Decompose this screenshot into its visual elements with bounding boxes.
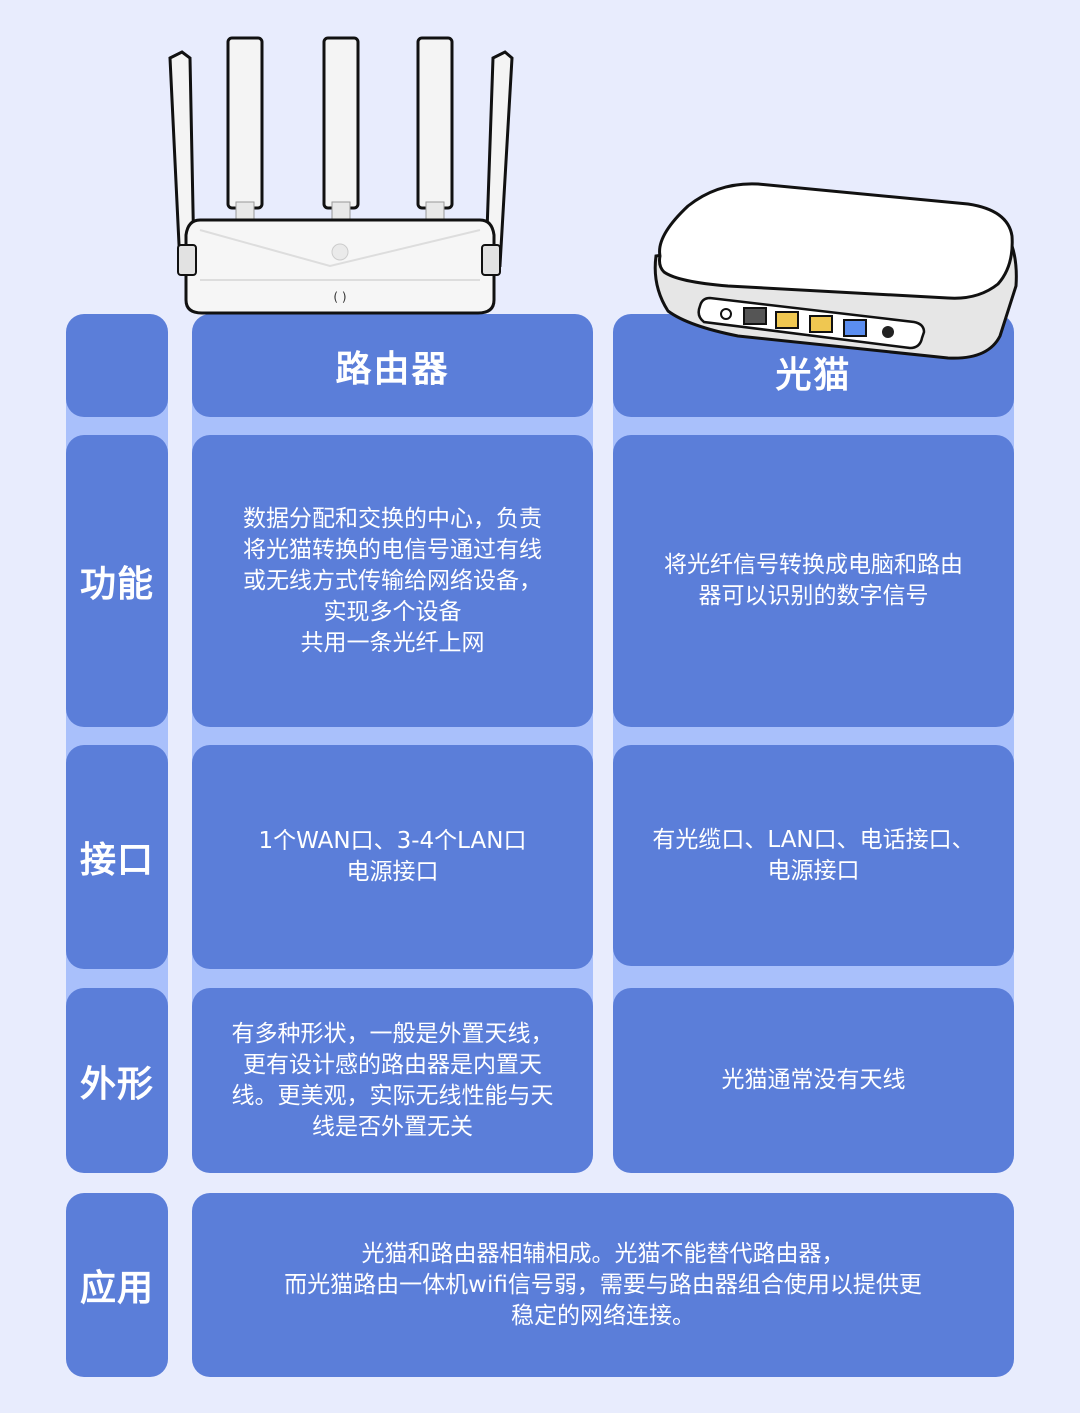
text-line: 稳定的网络连接。 [510, 1302, 695, 1329]
text-line: 有光缆口、LAN口、电话接口、 [652, 826, 975, 853]
modem-shape-cell: 光猫通常没有天线 [613, 988, 1014, 1173]
text-line: 光猫和路由器相辅相成。光猫不能替代路由器， [361, 1240, 845, 1267]
row-label-interface-text: 接口 [79, 840, 154, 881]
text-line: 线是否外置无关 [312, 1113, 473, 1140]
text-line: 数据分配和交换的中心，负责 [243, 505, 542, 532]
text-line: 而光猫路由一体机wifi信号弱，需要与路由器组合使用以提供更 [284, 1271, 922, 1298]
text-line: 或无线方式传输给网络设备， [243, 567, 542, 594]
row-label-application: 应用 [66, 1193, 168, 1377]
modem-interface-text: 有光缆口、LAN口、电话接口、 电源接口 [652, 825, 974, 887]
router-column-title: 路由器 [335, 348, 450, 390]
text-line: 将光纤信号转换成电脑和路由 [664, 552, 963, 578]
text-line: 将光猫转换的电信号通过有线 [243, 536, 542, 563]
text-line: 实现多个设备 [323, 598, 462, 625]
indicator-icon [720, 308, 732, 320]
text-line: 电源接口 [346, 859, 439, 885]
text-line: 器可以识别的数字信号 [698, 583, 929, 609]
text-line: 更有设计感的路由器是内置天 [243, 1051, 542, 1078]
row-label-shape-text: 外形 [79, 1063, 154, 1105]
text-line: 有多种形状，一般是外置天线， [231, 1020, 554, 1047]
router-column-header: 路由器 [192, 314, 593, 417]
power-jack-icon [882, 326, 894, 338]
router-shape-text: 有多种形状，一般是外置天线， 更有设计感的路由器是内置天 线。更美观，实际无线性… [232, 1019, 554, 1143]
application-text: 光猫和路由器相辅相成。光猫不能替代路由器， 而光猫路由一体机wifi信号弱，需要… [284, 1239, 922, 1332]
row-label-shape: 外形 [66, 988, 168, 1173]
modem-interface-cell: 有光缆口、LAN口、电话接口、 电源接口 [613, 745, 1014, 966]
text-line: 1个WAN口、3-4个LAN口 [258, 828, 527, 854]
router-function-text: 数据分配和交换的中心，负责 将光猫转换的电信号通过有线 或无线方式传输给网络设备… [243, 504, 542, 659]
ethernet-port-icon [743, 307, 867, 337]
router-body [184, 218, 496, 315]
text-line: 光猫通常没有天线 [721, 1067, 906, 1093]
modem-shape-text: 光猫通常没有天线 [722, 1065, 906, 1096]
row-label-function-text: 功能 [79, 564, 154, 605]
svg-text:( ): ( ) [333, 290, 346, 304]
modem-image [653, 182, 1018, 360]
modem-function-cell: 将光纤信号转换成电脑和路由 器可以识别的数字信号 [613, 435, 1014, 727]
row-label-interface: 接口 [66, 745, 168, 969]
router-function-cell: 数据分配和交换的中心，负责 将光猫转换的电信号通过有线 或无线方式传输给网络设备… [192, 435, 593, 727]
text-line: 线。更美观，实际无线性能与天 [231, 1082, 554, 1109]
header-corner-cell [66, 314, 168, 417]
application-cell: 光猫和路由器相辅相成。光猫不能替代路由器， 而光猫路由一体机wifi信号弱，需要… [192, 1193, 1014, 1377]
row-label-application-text: 应用 [79, 1268, 154, 1309]
modem-body-top [658, 182, 1014, 300]
text-line: 电源接口 [767, 857, 860, 884]
router-interface-cell: 1个WAN口、3-4个LAN口 电源接口 [192, 745, 593, 969]
router-shape-cell: 有多种形状，一般是外置天线， 更有设计感的路由器是内置天 线。更美观，实际无线性… [192, 988, 593, 1173]
row-label-function: 功能 [66, 435, 168, 727]
antenna-icon [168, 36, 514, 268]
router-image: ( ) [168, 36, 514, 315]
text-line: 共用一条光纤上网 [300, 629, 485, 656]
modem-column-title: 光猫 [775, 354, 852, 396]
modem-function-text: 将光纤信号转换成电脑和路由 器可以识别的数字信号 [664, 550, 963, 612]
router-interface-text: 1个WAN口、3-4个LAN口 电源接口 [259, 826, 527, 888]
